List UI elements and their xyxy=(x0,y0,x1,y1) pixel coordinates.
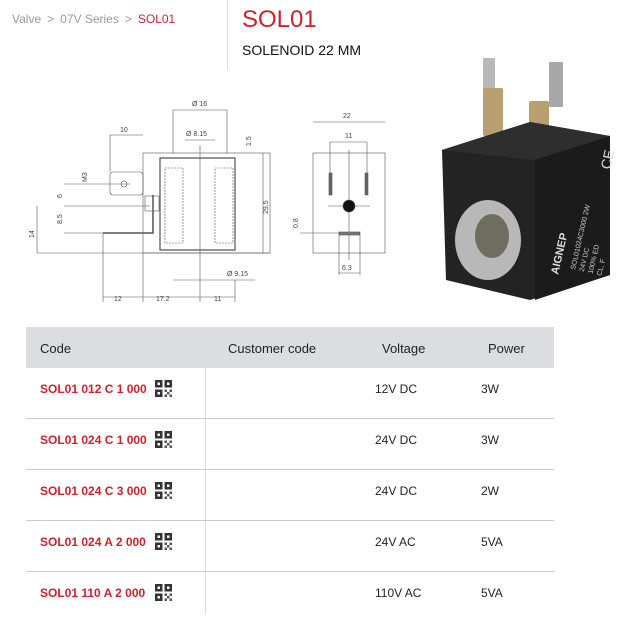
header-code: Code xyxy=(40,341,72,356)
voltage-cell: 24V DC xyxy=(375,484,418,498)
power-cell: 5VA xyxy=(481,535,503,549)
column-divider xyxy=(205,572,206,614)
ce-mark: CE xyxy=(597,148,617,171)
technical-drawing: Ø 16 Ø 8.15 10 1.5 M3 6 8.5 14 29.5 Ø 9.… xyxy=(29,101,386,303)
dim-1-5: 1.5 xyxy=(246,136,253,146)
dim-0-8: 0.8 xyxy=(293,218,300,228)
column-divider xyxy=(205,521,206,571)
power-cell: 5VA xyxy=(481,586,503,600)
dim-10: 10 xyxy=(120,127,128,134)
dim-14: 14 xyxy=(29,230,36,238)
product-code-link[interactable]: SOL01 012 C 1 000 xyxy=(40,382,147,396)
table-row: SOL01 012 C 1 000 12V DC 3W xyxy=(26,368,554,419)
dim-22: 22 xyxy=(343,113,351,120)
qr-code-icon[interactable] xyxy=(155,533,172,550)
dim-diameter-16: Ø 16 xyxy=(192,101,207,108)
breadcrumb-07v-series[interactable]: 07V Series xyxy=(60,12,119,26)
breadcrumb-separator: > xyxy=(47,12,55,26)
page-title: SOL01 xyxy=(242,6,317,33)
breadcrumb-current: SOL01 xyxy=(137,12,176,26)
dim-17-2: 17.2 xyxy=(156,296,170,303)
breadcrumb: Valve >07V Series > SOL01 xyxy=(12,12,175,26)
qr-code-icon[interactable] xyxy=(155,482,172,499)
power-cell: 3W xyxy=(481,382,499,396)
breadcrumb-separator: > xyxy=(124,12,132,26)
power-cell: 2W xyxy=(481,484,499,498)
product-code-link[interactable]: SOL01 024 A 2 000 xyxy=(40,535,146,549)
dim-m3: M3 xyxy=(82,172,89,182)
page-subtitle: SOLENOID 22 MM xyxy=(242,42,362,58)
dim-diameter-8-15: Ø 8.15 xyxy=(186,131,207,138)
column-divider xyxy=(205,470,206,520)
header-power: Power xyxy=(488,341,525,356)
side-view xyxy=(36,109,271,302)
dim-29-5: 29.5 xyxy=(263,200,270,214)
table-row: SOL01 110 A 2 000 110V AC 5VA xyxy=(26,572,554,614)
product-code-link[interactable]: SOL01 110 A 2 000 xyxy=(40,586,146,600)
table-row: SOL01 024 C 1 000 24V DC 3W xyxy=(26,419,554,470)
column-divider xyxy=(205,368,206,418)
product-photo: AIGNEP SOL01024C3000 2W 24V DC 100% ED C… xyxy=(442,58,617,300)
voltage-cell: 12V DC xyxy=(375,382,418,396)
front-view xyxy=(300,121,386,275)
dim-11-front: 11 xyxy=(345,133,352,140)
qr-code-icon[interactable] xyxy=(155,380,172,397)
product-code-link[interactable]: SOL01 024 C 1 000 xyxy=(40,433,147,447)
dim-8-5: 8.5 xyxy=(57,214,64,224)
product-code-link[interactable]: SOL01 024 C 3 000 xyxy=(40,484,147,498)
header-divider xyxy=(227,0,228,70)
qr-code-icon[interactable] xyxy=(155,431,172,448)
qr-code-icon[interactable] xyxy=(155,584,172,601)
terminal xyxy=(483,88,503,136)
dim-6-3: 6.3 xyxy=(342,265,352,272)
dim-12: 12 xyxy=(114,296,122,303)
voltage-cell: 24V AC xyxy=(375,535,416,549)
header-voltage: Voltage xyxy=(382,341,426,356)
voltage-cell: 24V DC xyxy=(375,433,418,447)
dim-6: 6 xyxy=(57,194,64,198)
power-cell: 3W xyxy=(481,433,499,447)
table-row: SOL01 024 A 2 000 24V AC 5VA xyxy=(26,521,554,572)
photo-label: CL. F xyxy=(596,258,607,276)
product-table: Code Customer code Voltage Power SOL01 0… xyxy=(26,327,554,614)
table-header: Code Customer code Voltage Power xyxy=(26,327,554,368)
header-customer-code: Customer code xyxy=(228,341,317,356)
dim-diameter-9-15: Ø 9.15 xyxy=(227,271,248,278)
breadcrumb-valve[interactable]: Valve xyxy=(12,12,42,26)
dim-11: 11 xyxy=(214,296,221,303)
table-row: SOL01 024 C 3 000 24V DC 2W xyxy=(26,470,554,521)
column-divider xyxy=(205,419,206,469)
voltage-cell: 110V AC xyxy=(375,586,422,600)
